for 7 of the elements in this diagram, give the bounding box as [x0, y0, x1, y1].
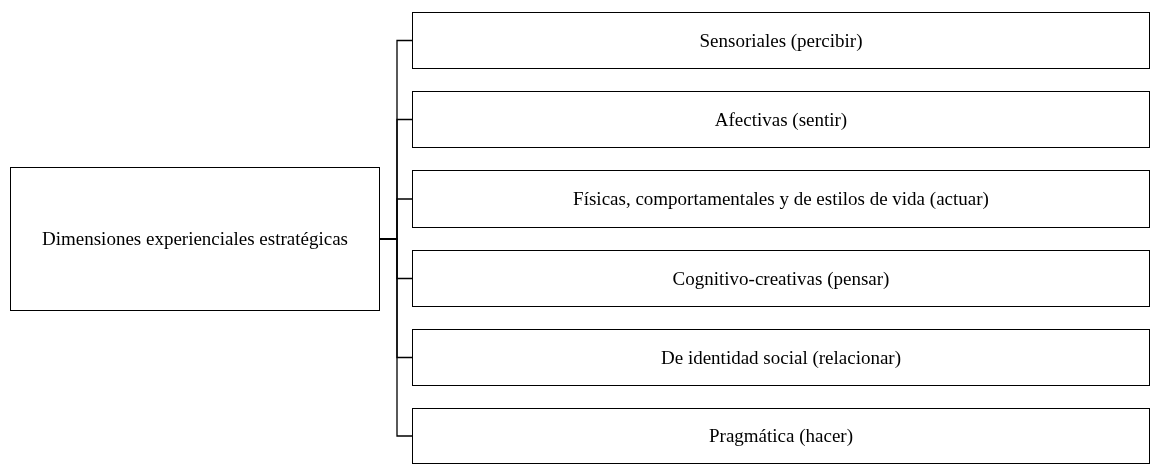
text-box: Afectivas (sentir) [412, 91, 1150, 148]
text-box: Cognitivo-creativas (pensar) [412, 250, 1150, 307]
text-box: Físicas, comportamentales y de estilos de vida (actuar) [412, 170, 1150, 228]
text-box: Dimensiones experienciales estratégicas [10, 167, 380, 311]
text-box: Pragmática (hacer) [412, 408, 1150, 464]
text-box: De identidad social (relacionar) [412, 329, 1150, 386]
text-box: Sensoriales (percibir) [412, 12, 1150, 69]
